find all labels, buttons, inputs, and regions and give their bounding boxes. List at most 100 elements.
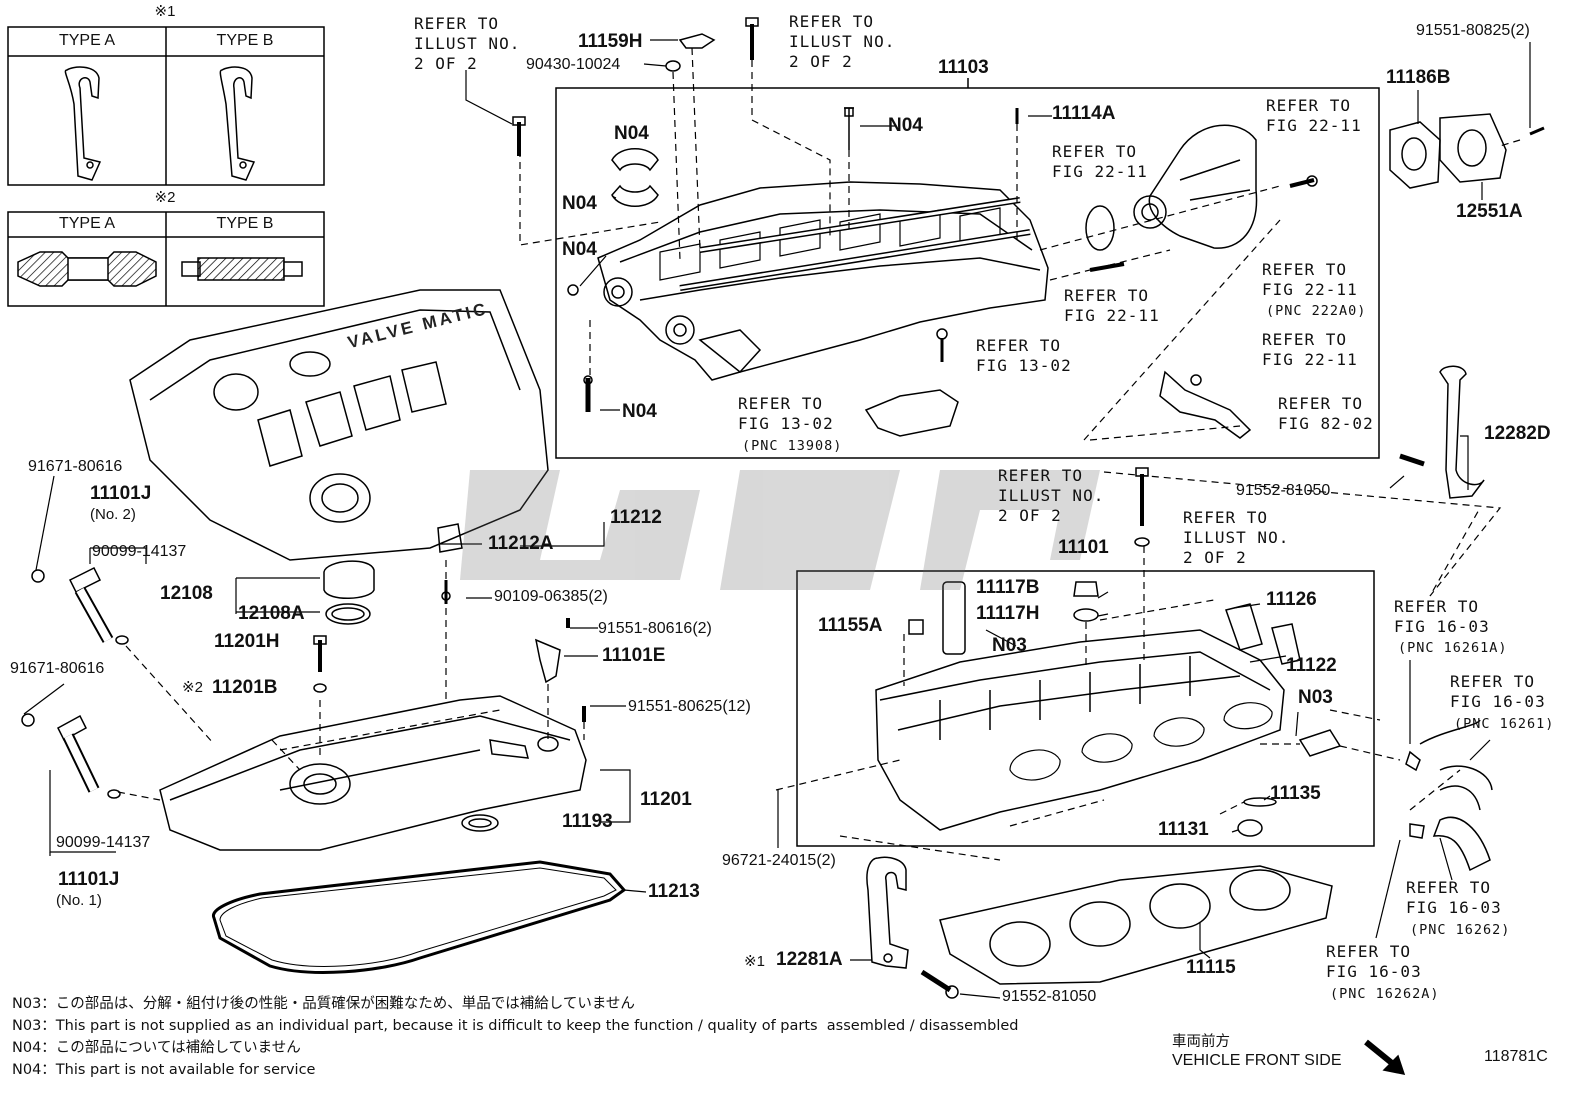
- ref-fig1603-c-sub: (PNC 16262): [1410, 922, 1511, 938]
- label-11212: 11212: [610, 507, 662, 528]
- cover-12551a: [1439, 113, 1507, 183]
- label-n03-a: N03: [992, 635, 1027, 656]
- label-11193: 11193: [562, 811, 613, 832]
- label-11135: 11135: [1270, 783, 1321, 804]
- ref-fig1603-d-sub: (PNC 16262A): [1330, 986, 1440, 1002]
- bracket-13908: [864, 389, 959, 437]
- pipe-n03: [1298, 729, 1342, 757]
- table-1-type-b: TYPE B: [216, 32, 274, 49]
- ref-fig8202: REFER TO FIG 82-02: [1278, 394, 1374, 433]
- hose-16261: [1439, 765, 1493, 811]
- seal-11131: [1237, 819, 1263, 837]
- hook-12281a: [866, 856, 909, 969]
- ref-fig2211-d: REFER TO FIG 22-11: [1262, 330, 1358, 369]
- label-11114a: 11114A: [1052, 103, 1116, 124]
- illustration-number: 118781C: [1484, 1048, 1548, 1065]
- hose-16262: [1432, 816, 1491, 872]
- ref-fig1603-a: REFER TO FIG 16-03: [1394, 597, 1490, 636]
- engine-cover: [129, 289, 549, 561]
- label-11101j-2: 11101J: [90, 483, 152, 504]
- label-11131: 11131: [1158, 819, 1209, 840]
- label-n04-b: N04: [614, 123, 649, 144]
- label-11122: 11122: [1286, 655, 1337, 676]
- label-11101: 11101: [1058, 537, 1109, 558]
- label-12281a: 12281A: [776, 949, 843, 970]
- label-91552-a: 91552-81050: [1236, 482, 1331, 499]
- label-11201b-mark: ※2: [182, 679, 203, 696]
- label-11126: 11126: [1266, 589, 1317, 610]
- ref-fig1603-d: REFER TO FIG 16-03: [1326, 942, 1422, 981]
- label-90099-a: 90099-14137: [92, 543, 187, 560]
- label-11213: 11213: [648, 881, 700, 902]
- ref-illust-mid-a: REFER TO ILLUST NO. 2 OF 2: [998, 466, 1105, 525]
- ref-fig2211-a: REFER TO FIG 22-11: [1266, 96, 1362, 135]
- label-11101j-1-sub: (No. 1): [56, 892, 102, 909]
- oil-cap-12108: [323, 560, 375, 599]
- ref-fig1603-b-sub: (PNC 16261): [1454, 716, 1555, 732]
- label-11186b: 11186B: [1386, 67, 1451, 88]
- label-n04-a: N04: [888, 115, 923, 136]
- label-91551-80616: 91551-80616(2): [598, 620, 712, 637]
- label-96721: 96721-24015(2): [722, 852, 836, 869]
- label-11117h: 11117H: [976, 603, 1040, 624]
- bolt-91552: [1399, 453, 1425, 467]
- cap-11159h: [678, 33, 716, 49]
- label-91671-b: 91671-80616: [10, 660, 105, 677]
- head-cover-11201: [159, 695, 587, 851]
- label-11103: 11103: [938, 57, 989, 78]
- front-label-en: VEHICLE FRONT SIDE: [1172, 1052, 1342, 1069]
- table-2-type-b: TYPE B: [216, 215, 274, 232]
- label-12108: 12108: [160, 583, 213, 604]
- label-11115: 11115: [1186, 957, 1236, 978]
- watermark: [460, 470, 1100, 590]
- note-n03-jp: N03：この部品は、分解・組付け後の性能・品質確保が困難なため、単品では補給して…: [12, 996, 635, 1012]
- grommet-11212a: [437, 523, 463, 553]
- gasket-type-b-icon: [197, 257, 285, 281]
- ocv-valve-2: [31, 566, 129, 645]
- table-1-type-a: TYPE A: [58, 32, 116, 49]
- label-12551a: 12551A: [1456, 201, 1523, 222]
- bolt-icons: [567, 107, 1318, 412]
- ref-fig1302-a: REFER TO FIG 13-02: [976, 336, 1072, 375]
- ref-illust-mid-b: REFER TO ILLUST NO. 2 OF 2: [1183, 508, 1290, 567]
- table-2-type-a: TYPE A: [58, 215, 116, 232]
- label-11101j-1: 11101J: [58, 869, 120, 890]
- label-91551-80825: 91551-80825(2): [1416, 22, 1530, 39]
- note-n04-jp: N04：この部品については補給していません: [12, 1040, 301, 1056]
- ref-fig1603-c: REFER TO FIG 16-03: [1406, 878, 1502, 917]
- hanger-12282d: [1439, 365, 1485, 499]
- ref-illust-top-mid: REFER TO ILLUST NO. 2 OF 2: [789, 12, 896, 71]
- label-11155a: 11155A: [818, 615, 883, 636]
- type-table-2: [7, 211, 325, 307]
- head-gasket-11115: [939, 865, 1333, 985]
- label-90430: 90430-10024: [526, 56, 621, 73]
- plug-11117b: [1073, 581, 1099, 597]
- label-12282d: 12282D: [1484, 423, 1551, 444]
- guide-11122: [1271, 623, 1301, 665]
- label-11159h: 11159H: [578, 31, 643, 52]
- camshaft-housing-assembly: [597, 181, 1049, 381]
- type-table-1: [7, 26, 325, 186]
- ref-fig1603-b: REFER TO FIG 16-03: [1450, 672, 1546, 711]
- tube-n03: [942, 581, 966, 655]
- label-90109: 90109-06385(2): [494, 588, 608, 605]
- label-11117b: 11117B: [976, 577, 1040, 598]
- note-n03-en: N03：This part is not supplied as an indi…: [12, 1018, 1019, 1034]
- ref-fig1603-a-sub: (PNC 16261A): [1398, 640, 1508, 656]
- label-90099-b: 90099-14137: [56, 834, 151, 851]
- label-n04-d: N04: [562, 239, 597, 260]
- label-n04-e: N04: [622, 401, 657, 422]
- label-11101j-2-sub: (No. 2): [90, 506, 136, 523]
- ref-fig2211-c: REFER TO FIG 22-11: [1064, 286, 1160, 325]
- label-n03-b: N03: [1298, 687, 1333, 708]
- cylinder-head-box: [796, 570, 1375, 847]
- ref-fig2211-pnc-sub: (PNC 222A0): [1266, 303, 1367, 319]
- hook-type-a-icon: [64, 66, 102, 181]
- cylinder-head-assembly: [875, 629, 1285, 831]
- label-11212a: 11212A: [488, 533, 554, 554]
- label-11201: 11201: [640, 789, 692, 810]
- gasket-11213: [212, 860, 627, 974]
- ref-fig2211-b: REFER TO FIG 22-11: [1052, 142, 1148, 181]
- ref-illust-top-left: REFER TO ILLUST NO. 2 OF 2: [414, 14, 521, 73]
